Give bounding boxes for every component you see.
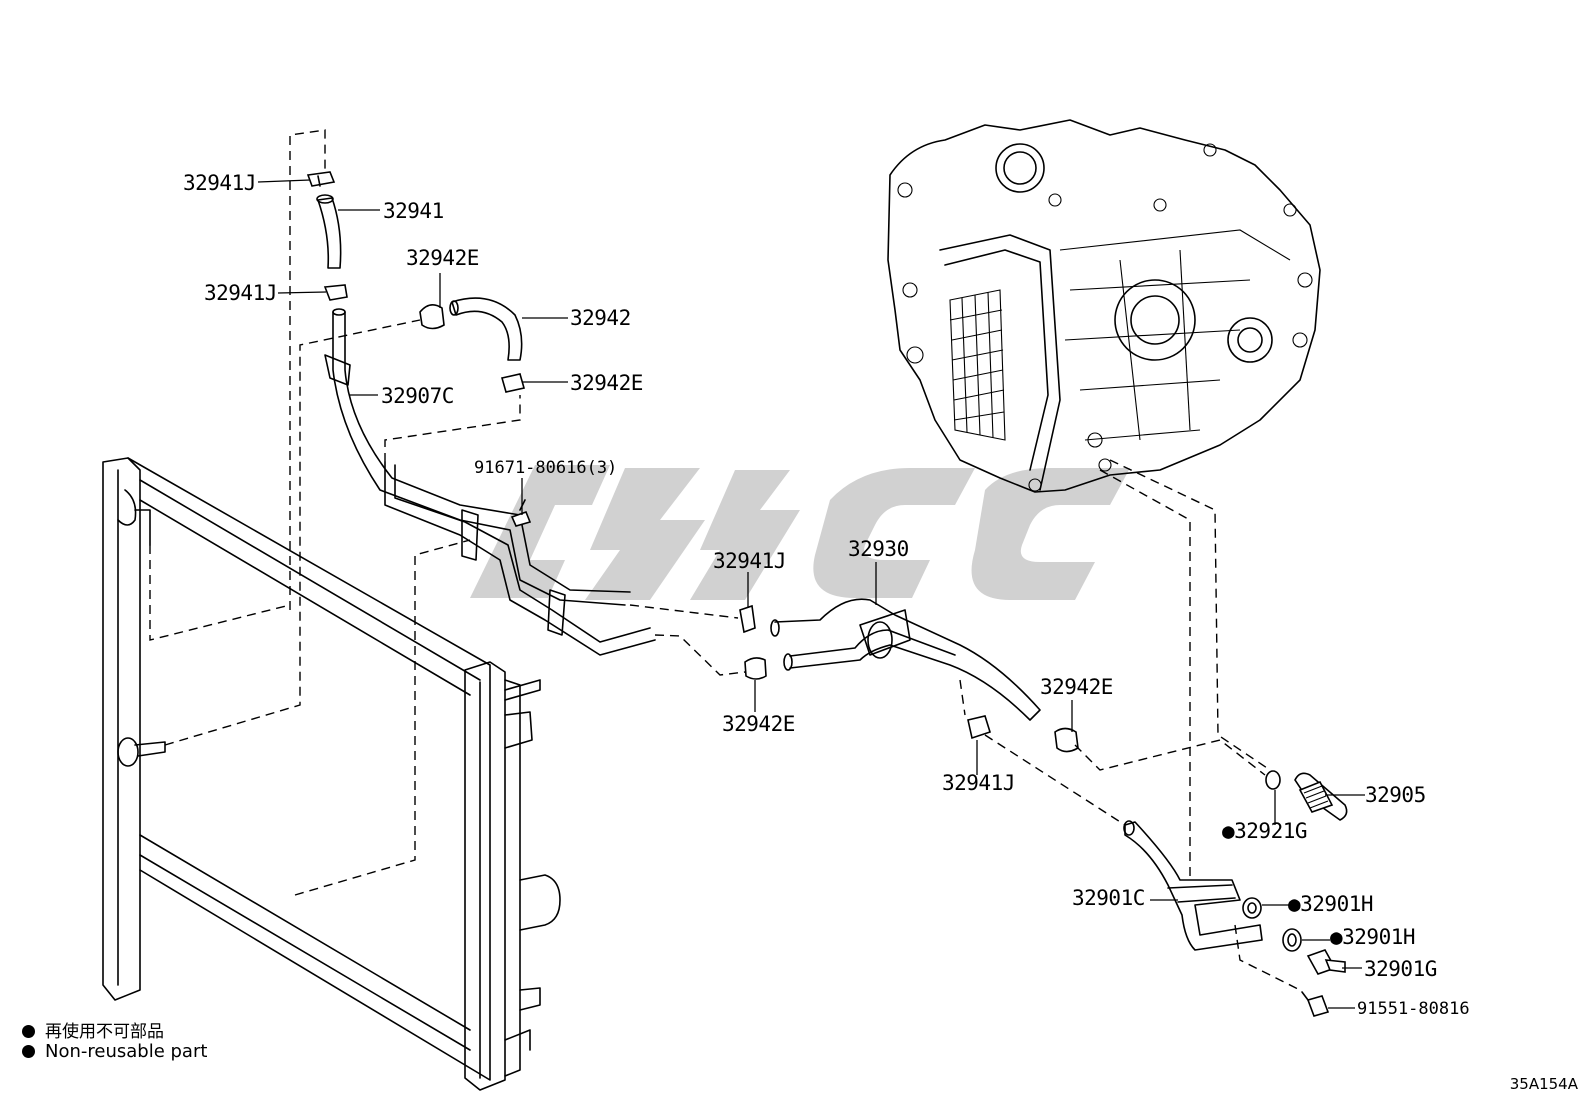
legend-japanese: 再使用不可部品 (22, 1017, 164, 1042)
clamp-32941J-top (306, 171, 336, 187)
label-32941J-top: 32941J (183, 171, 256, 195)
label-32921G: ●32921G (1222, 819, 1307, 843)
hose-32942 (449, 297, 523, 361)
bullet-icon (22, 1045, 35, 1058)
label-32942E-top: 32942E (406, 246, 479, 270)
gaskets-32901H (1242, 897, 1302, 952)
clamp-32942E-right (1054, 727, 1079, 753)
clamp-32942E-mid (500, 373, 526, 393)
label-32901H-bottom: ●32901H (1330, 925, 1415, 949)
clamp-32941J-center (739, 604, 756, 634)
hose-assembly-32930 (770, 598, 1041, 721)
label-32901H-top: ●32901H (1288, 892, 1373, 916)
label-91671-80616: 91671-80616(3) (474, 458, 617, 478)
bullet-icon (22, 1025, 35, 1038)
bolt-32901G (1306, 949, 1346, 975)
label-32901C: 32901C (1072, 886, 1145, 910)
label-32941J-right: 32941J (942, 771, 1015, 795)
hose-32941 (316, 194, 342, 269)
legend-japanese-text: 再使用不可部品 (45, 1022, 164, 1042)
transmission-case (887, 119, 1321, 493)
figure-code: 35A154A (1509, 1075, 1578, 1093)
label-32905: 32905 (1365, 783, 1426, 807)
clamp-32942E-top (419, 304, 445, 330)
clamp-32941J-mid (323, 284, 348, 301)
radiator (102, 457, 561, 1091)
radiator-dashed-guides (149, 129, 521, 896)
label-32930: 32930 (848, 537, 909, 561)
label-32942E-mid: 32942E (570, 371, 643, 395)
pipe-32901C (1123, 820, 1263, 951)
label-32942E-right: 32942E (1040, 675, 1113, 699)
label-32901G: 32901G (1364, 957, 1437, 981)
transmission-filter-grid (949, 289, 1006, 441)
label-32907C: 32907C (381, 384, 454, 408)
label-32941: 32941 (383, 199, 444, 223)
clamp-32941J-right (967, 715, 991, 740)
clamp-32942E-center (744, 657, 767, 680)
pipe-32907C (324, 308, 656, 656)
leader-lines (257, 179, 1365, 1009)
center-dashed-guides (629, 604, 1266, 826)
bolt-91551 (1301, 991, 1330, 1017)
watermark-logo (470, 465, 1130, 600)
label-32941J-mid: 32941J (204, 281, 277, 305)
label-91551-80816: 91551-80816 (1357, 999, 1470, 1019)
transmission-dashed-guides (1099, 459, 1301, 991)
label-32942E-center: 32942E (722, 712, 795, 736)
label-32942: 32942 (570, 306, 631, 330)
union-32905 (1294, 772, 1348, 821)
part-labels: 32941J 32941 32941J 32942E 32942 32942E … (183, 171, 1470, 1019)
legend-english-text: Non-reusable part (45, 1041, 208, 1062)
gasket-32921G (1265, 770, 1281, 790)
legend-english: Non-reusable part (22, 1041, 207, 1062)
label-32941J-center: 32941J (713, 549, 786, 573)
